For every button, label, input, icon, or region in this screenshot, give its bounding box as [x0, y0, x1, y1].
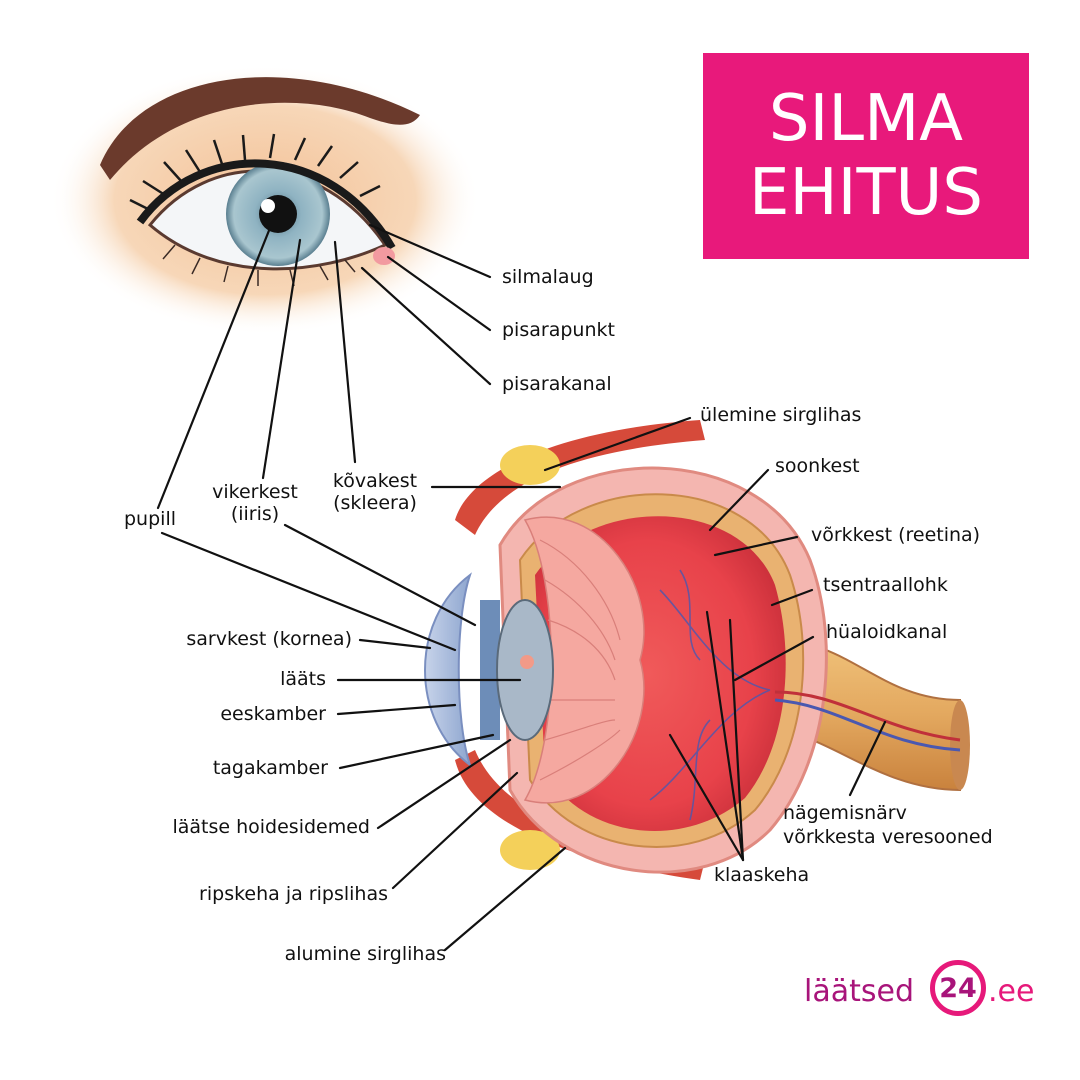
logo-text-ee: .ee — [988, 974, 1035, 1009]
label-pupill: pupill — [124, 508, 176, 530]
label-pisarakanal: pisarakanal — [502, 373, 612, 395]
label-kovakest: kõvakest (skleera) — [320, 470, 430, 514]
eye-cross-section-icon — [424, 420, 970, 880]
brand-logo[interactable]: läätsed 24 .ee — [804, 960, 1044, 1020]
external-eye-icon — [50, 65, 480, 335]
label-tagakamber: tagakamber — [212, 757, 328, 779]
label-soonkest: soonkest — [775, 455, 860, 477]
label-nagemisnarv: nägemisnärv — [783, 802, 907, 824]
label-kovakest-line-1: kõvakest — [332, 470, 418, 492]
label-hualoidkanal: hüaloidkanal — [826, 621, 948, 643]
title-line-2: EHITUS — [749, 156, 983, 230]
leader-lines — [156, 223, 887, 952]
label-vikerkest: vikerkest (iiris) — [200, 481, 310, 525]
label-eeskamber: eeskamber — [220, 703, 326, 725]
label-pisarapunkt: pisarapunkt — [502, 319, 615, 341]
label-ulemine-sirglihas: ülemine sirglihas — [700, 404, 862, 426]
label-vikerkest-line-2: (iiris) — [230, 503, 280, 525]
title-line-1: SILMA — [768, 82, 964, 156]
label-silmalaug: silmalaug — [502, 266, 594, 288]
label-laats: lääts — [280, 668, 326, 690]
label-vorkkest: võrkkest (reetina) — [811, 524, 981, 546]
label-alumine-sirglihas: alumine sirglihas — [284, 943, 446, 965]
label-ripskeha: ripskeha ja ripslihas — [199, 883, 388, 905]
logo-text-laatsed: läätsed — [804, 974, 914, 1009]
label-vikerkest-line-1: vikerkest — [212, 481, 298, 503]
label-klaaskeha: klaaskeha — [714, 864, 810, 886]
label-laatse-hoidesidemed: läätse hoidesidemed — [172, 816, 370, 838]
label-sarvkest: sarvkest (kornea) — [186, 628, 352, 650]
label-kovakest-line-2: (skleera) — [333, 492, 417, 514]
logo-number-circle: 24 — [930, 960, 986, 1016]
label-vorkkesta-veresooned: võrkkesta veresooned — [783, 826, 993, 848]
label-tsentraallohk: tsentraallohk — [823, 574, 948, 596]
page-title: SILMA EHITUS — [703, 53, 1029, 259]
title-background — [703, 53, 1029, 259]
